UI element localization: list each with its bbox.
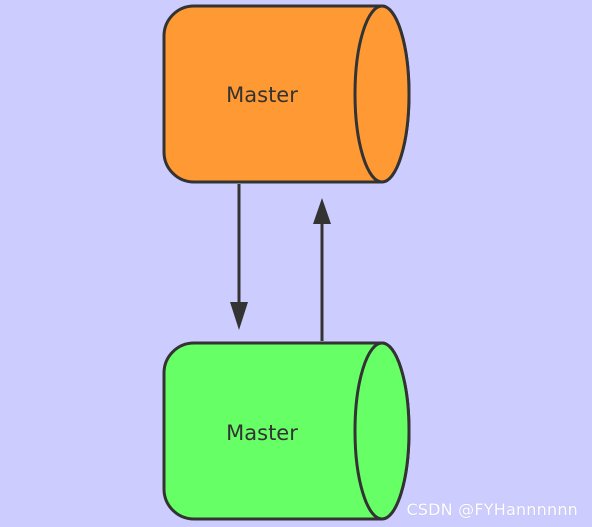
bottom-master-node: Master xyxy=(162,341,411,521)
arrow-bottom-to-top xyxy=(313,198,331,341)
bottom-master-cylinder-cap xyxy=(353,341,411,521)
watermark-text: CSDN @FYHannnnnn xyxy=(406,500,578,519)
arrow-up-head-icon xyxy=(313,198,331,224)
arrow-down-head-icon xyxy=(230,302,248,330)
bottom-master-label: Master xyxy=(226,421,298,445)
top-master-label: Master xyxy=(226,83,298,107)
top-master-node: Master xyxy=(162,4,411,184)
top-master-cylinder-cap xyxy=(353,4,411,184)
arrow-top-to-bottom xyxy=(230,184,248,330)
